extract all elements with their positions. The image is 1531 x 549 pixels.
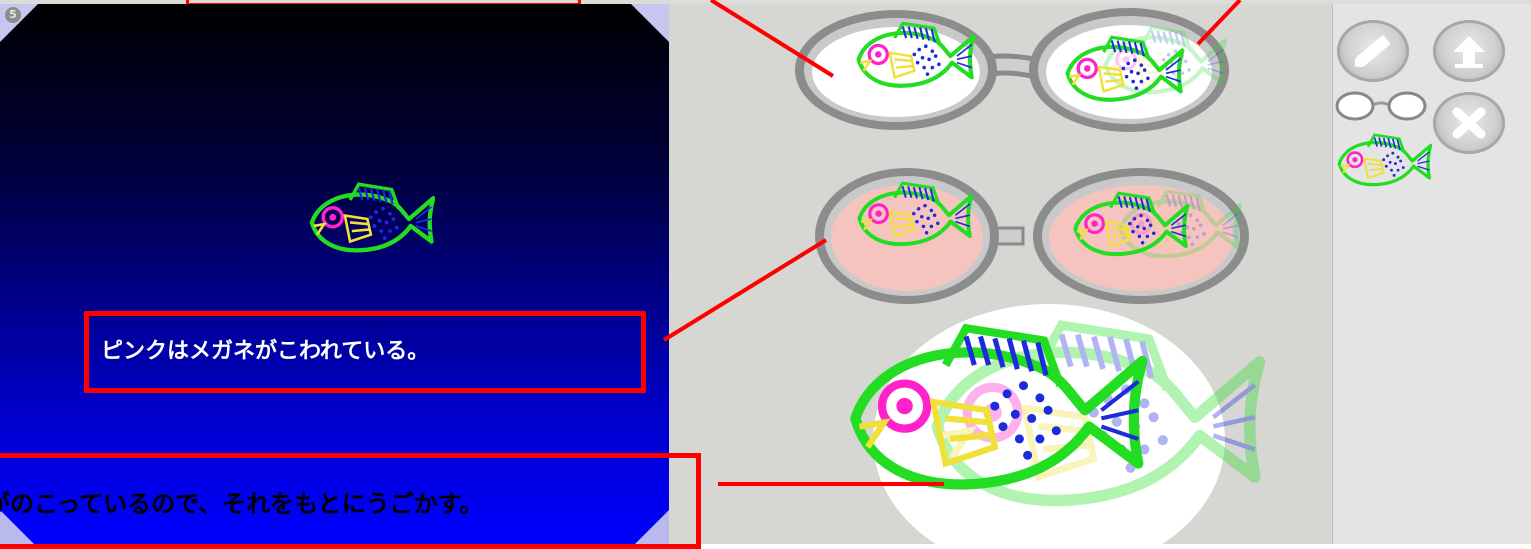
glasses-intact[interactable]	[795, 8, 1229, 132]
upload-button[interactable]	[1433, 20, 1505, 82]
drawing-gallery	[669, 4, 1332, 549]
pencil-button[interactable]	[1337, 20, 1409, 82]
close-icon	[1452, 107, 1486, 139]
large-preview[interactable]	[855, 304, 1259, 549]
bottom-annotation-text: がのこっているので、それをもとにうごかす。	[0, 490, 484, 518]
top-strip-text: ...	[4, 0, 13, 2]
annotation-line-middle	[662, 238, 828, 342]
top-strip: ...	[0, 0, 1531, 4]
stage-corner-bottom-left	[0, 510, 34, 544]
annotation-line-top-left	[709, 0, 835, 78]
caption-text: ピンクはメガネがこわれている。	[101, 339, 430, 364]
stage-corner-top-right	[631, 4, 669, 42]
glasses-thumbnail[interactable]	[1335, 90, 1427, 124]
annotation-line-top-right	[1196, 0, 1242, 46]
pencil-icon	[1354, 35, 1390, 68]
stage-corner-bottom-right	[635, 510, 669, 544]
upload-icon	[1453, 36, 1485, 68]
caption-annotation-box	[84, 311, 646, 393]
page-number-badge: 5	[5, 7, 21, 23]
glasses-gallery-svg	[795, 8, 1332, 549]
glasses-broken[interactable]	[815, 168, 1249, 304]
delete-button[interactable]	[1433, 92, 1505, 154]
